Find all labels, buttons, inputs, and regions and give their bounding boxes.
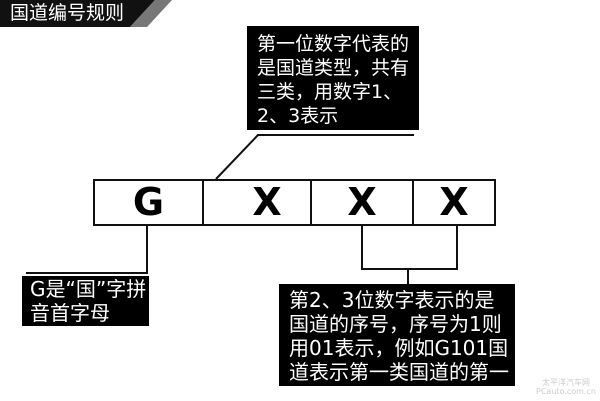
bracket-h [361,268,458,270]
callout-type-digit: 第一位数字代表的是国道类型，共有三类，用数字1、2、3表示 [247,26,419,130]
code-cell-x1: X [202,179,312,226]
diagram-title: 国道编号规则 [10,2,125,24]
callout-letter-g: G是“国”字拼音首字母 [22,276,149,326]
connector-top-h [257,134,414,136]
code-cell-g: G [93,179,204,226]
watermark: 太平洋汽车网 PCauto.com.cn [536,378,596,396]
code-cell-x2: X [310,179,414,226]
callout-right-text: 第2、3位数字表示的是国道的序号，序号为1则用01表示，例如G101国道表示第一… [289,288,509,401]
bracket-left-v [361,226,363,270]
bracket-stem [407,268,409,285]
connector-left-h [26,272,148,274]
callout-top-text: 第一位数字代表的是国道类型，共有三类，用数字1、2、3表示 [257,33,410,127]
watermark-line1: 太平洋汽车网 [541,378,590,387]
code-cell-x3: X [412,179,496,226]
title-banner [0,0,172,27]
callout-sequence-digits: 第2、3位数字表示的是国道的序号，序号为1则用01表示，例如G101国道表示第一… [279,284,515,401]
callout-left-text: G是“国”字拼音首字母 [30,277,147,325]
connector-left-v [146,226,148,274]
watermark-line2: PCauto.com.cn [536,387,596,396]
bracket-right-v [456,226,458,270]
